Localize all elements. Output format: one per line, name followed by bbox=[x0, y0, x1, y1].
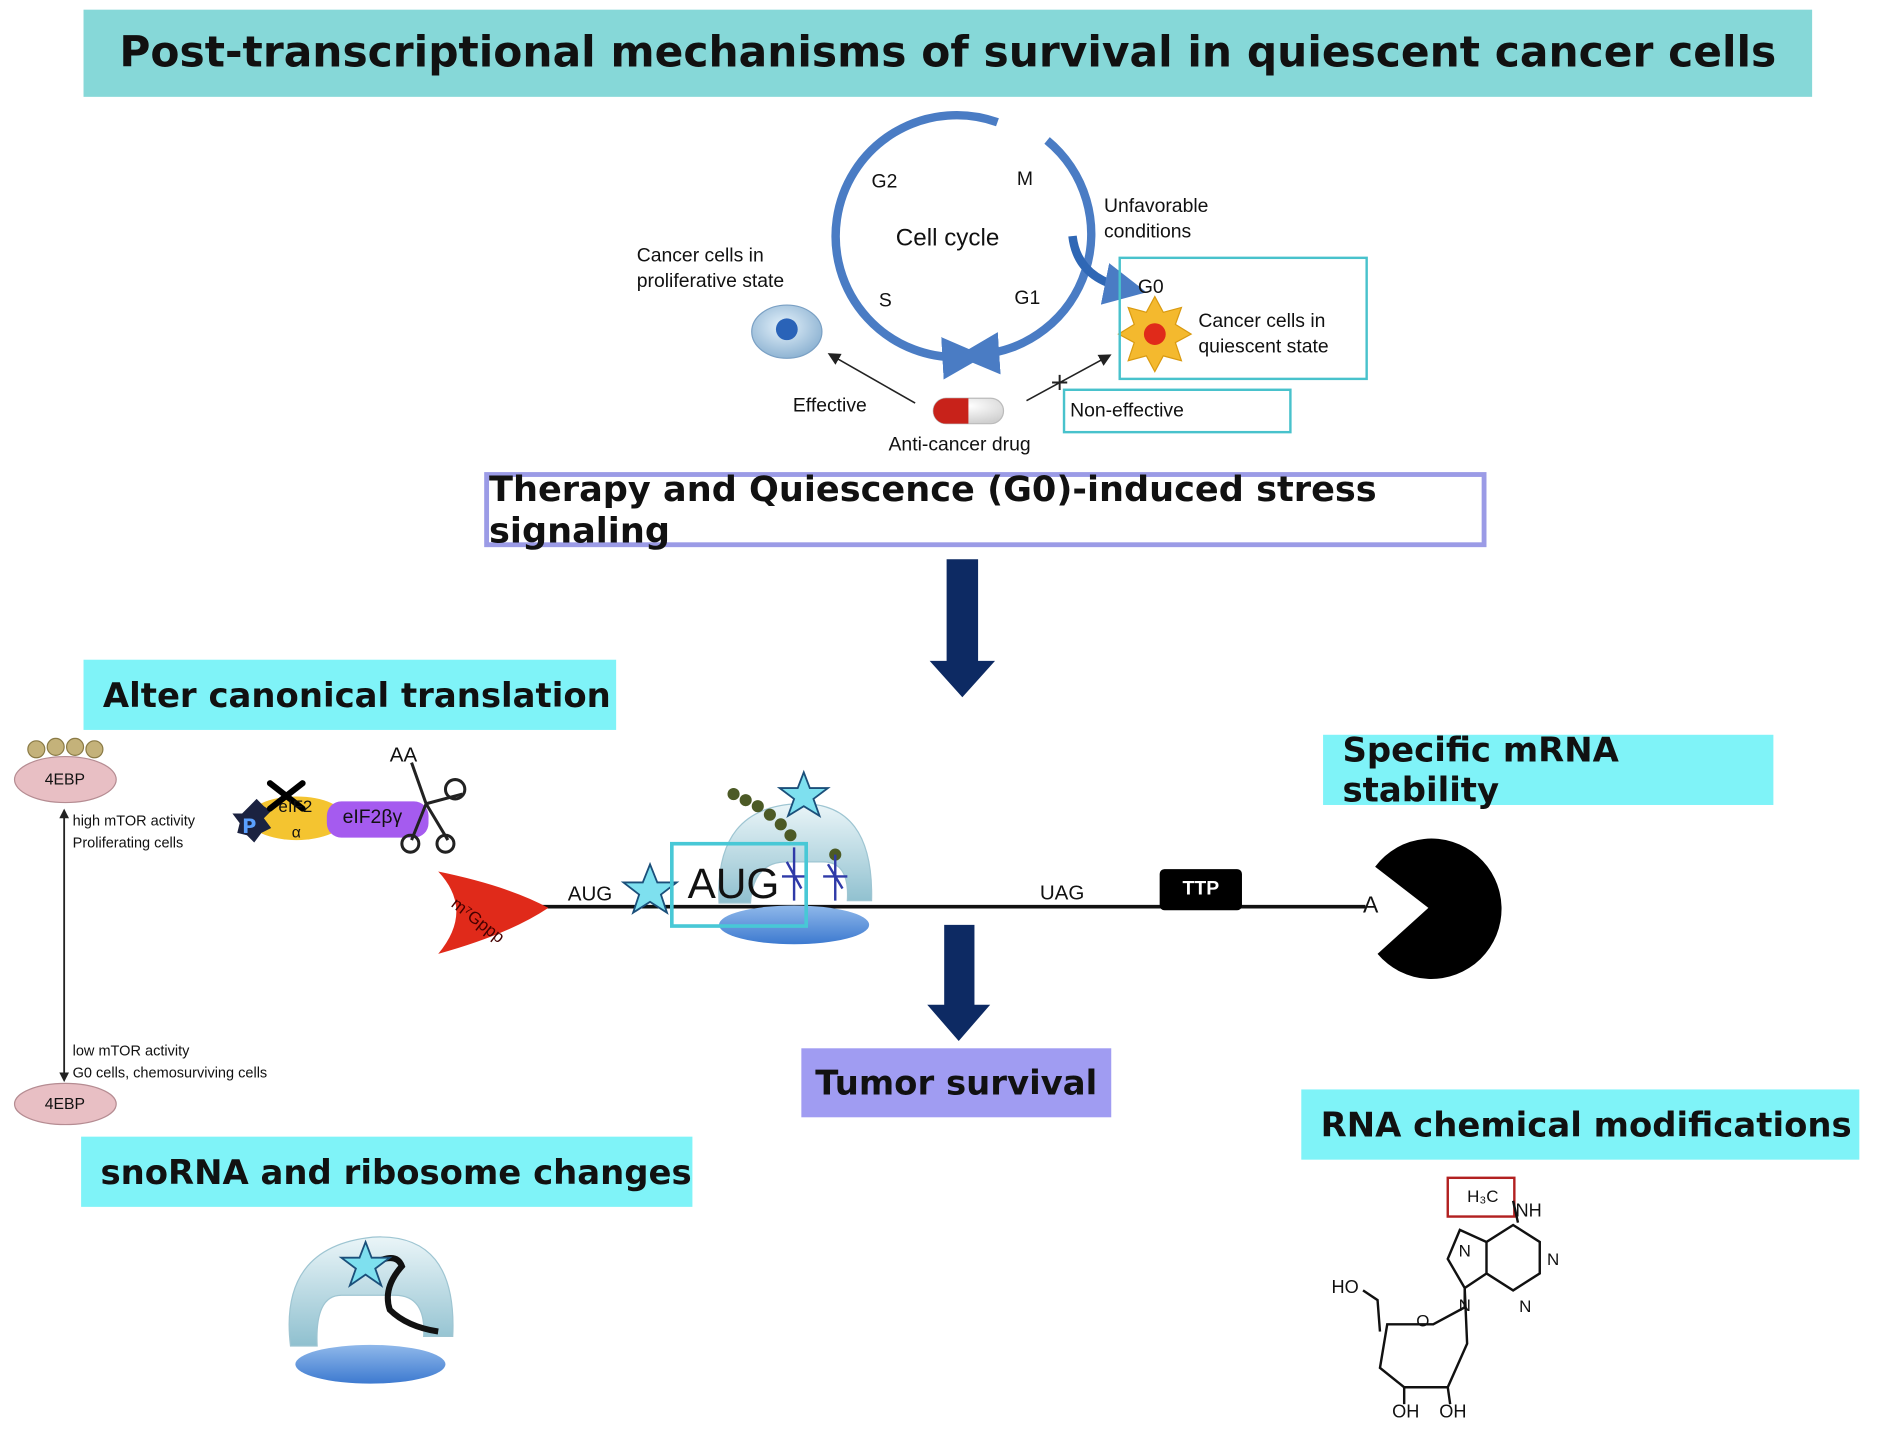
oh-right-label: OH bbox=[1439, 1401, 1467, 1423]
unfavorable-line-1: Unfavorable bbox=[1103, 196, 1209, 217]
m6a-molecule-icon bbox=[1362, 1176, 1541, 1405]
blocked-x-icon bbox=[266, 780, 306, 812]
eif2by-icon bbox=[326, 801, 429, 838]
low-mtor-line-1: low mTOR activity bbox=[72, 1042, 190, 1060]
eif2a-label-2: α bbox=[291, 823, 301, 842]
ho-label: HO bbox=[1331, 1277, 1359, 1298]
quiescent-line-1: Cancer cells in bbox=[1198, 311, 1326, 332]
phospho-p-label: P bbox=[242, 815, 256, 838]
page-title: Post-transcriptional mechanisms of survi… bbox=[83, 9, 1813, 97]
n1-label: N bbox=[1547, 1249, 1560, 1269]
proliferative-line-1: Cancer cells in bbox=[636, 245, 764, 267]
methyl-label: H₃C bbox=[1467, 1186, 1499, 1206]
phase-m: M bbox=[1016, 169, 1033, 191]
eif2by-label: eIF2βγ bbox=[342, 807, 403, 828]
label-mrna-stability: Specific mRNA stability bbox=[1323, 730, 1774, 810]
quiescent-cell-icon bbox=[1117, 295, 1193, 373]
high-mtor-line-1: high mTOR activity bbox=[72, 812, 196, 830]
cell-cycle-diagram: + bbox=[751, 111, 1193, 425]
anti-cancer-drug-icon bbox=[932, 397, 1005, 425]
phase-g2: G2 bbox=[871, 171, 898, 193]
high-mtor-line-2: Proliferating cells bbox=[72, 834, 184, 851]
non-effective-arrow bbox=[1026, 354, 1112, 402]
aa-label: AA bbox=[389, 743, 418, 767]
phase-s: S bbox=[878, 290, 892, 312]
non-effective-label: Non-effective bbox=[1062, 388, 1292, 434]
snorna-ribosome-icon bbox=[288, 1236, 454, 1384]
4ebp-bottom-label: 4EBP bbox=[44, 1094, 86, 1113]
n9-label: N bbox=[1458, 1295, 1471, 1315]
g0-exit-arrow bbox=[1068, 235, 1147, 305]
ring-oxygen-label: O bbox=[1416, 1310, 1430, 1331]
star-icon bbox=[776, 769, 831, 819]
label-rna-mods: RNA chemical modifications bbox=[1301, 1089, 1860, 1160]
4ebp-top-icon bbox=[13, 755, 117, 804]
cap-icon bbox=[438, 871, 549, 954]
n3-label: N bbox=[1519, 1296, 1532, 1316]
phosphate-cluster-icon bbox=[27, 737, 104, 759]
label-snorna: snoRNA and ribosome changes bbox=[81, 1136, 693, 1207]
4ebp-top-label: 4EBP bbox=[44, 769, 86, 789]
oh-left-label: OH bbox=[1392, 1401, 1420, 1423]
effective-label: Effective bbox=[792, 395, 867, 417]
effective-arrow bbox=[827, 353, 916, 404]
methyl-highlight-box bbox=[1446, 1176, 1516, 1218]
quiescent-box bbox=[1118, 256, 1368, 381]
cell-cycle-label: Cell cycle bbox=[895, 225, 1000, 252]
trna-icon bbox=[781, 847, 848, 901]
quiescent-line-2: quiescent state bbox=[1198, 336, 1329, 358]
4ebp-bottom-icon bbox=[13, 1082, 117, 1126]
charged-trna-icon bbox=[400, 762, 467, 854]
eif2a-label-1: eIF2 bbox=[278, 796, 313, 816]
aug-highlight-box bbox=[670, 841, 809, 928]
proliferative-line-2: proliferative state bbox=[636, 271, 785, 292]
drug-label: Anti-cancer drug bbox=[888, 434, 1031, 456]
down-arrow-main bbox=[929, 559, 996, 698]
stress-signaling-box: Therapy and Quiescence (G0)-induced stre… bbox=[484, 468, 1487, 551]
phase-g0: G0 bbox=[1137, 277, 1164, 298]
low-mtor-line-2: G0 cells, chemosurviving cells bbox=[72, 1064, 268, 1081]
phase-g1: G1 bbox=[1014, 288, 1041, 309]
ttp-label: TTP bbox=[1159, 869, 1242, 911]
aug-start-label: AUG bbox=[567, 882, 613, 906]
n7-label: N bbox=[1458, 1240, 1471, 1261]
cycle-arc-left bbox=[831, 111, 999, 380]
phospho-icon bbox=[232, 798, 272, 843]
tumor-survival-box: Tumor survival bbox=[801, 1048, 1112, 1118]
down-arrow-survival bbox=[927, 924, 991, 1042]
aug-codon-label: AUG bbox=[687, 860, 780, 908]
star-icon bbox=[338, 1239, 393, 1288]
nh-label: NH bbox=[1515, 1200, 1542, 1222]
uag-label: UAG bbox=[1039, 881, 1085, 905]
decay-pacman-icon bbox=[1375, 838, 1502, 979]
label-alter-translation: Alter canonical translation bbox=[83, 659, 617, 730]
polya-label: A bbox=[1363, 893, 1379, 919]
unfavorable-line-2: conditions bbox=[1103, 221, 1192, 243]
